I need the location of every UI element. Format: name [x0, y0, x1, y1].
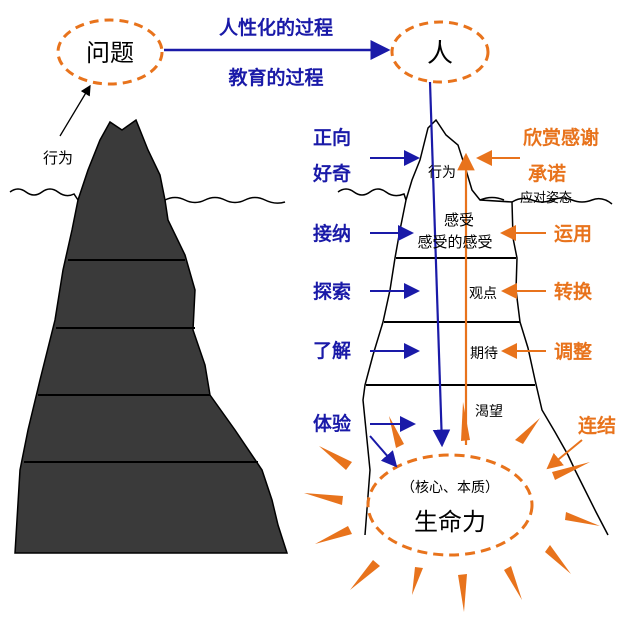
behavior-left-label: 行为	[43, 149, 73, 167]
core-sun-rays	[304, 402, 600, 612]
left-water-line	[9, 188, 286, 204]
yearning-label: 渴望	[475, 404, 503, 420]
left-iceberg	[14, 118, 289, 554]
orange-label-connect: 连结	[578, 414, 616, 437]
sun-ray	[565, 512, 600, 526]
perception-label: 观点	[469, 286, 497, 302]
sun-ray	[545, 545, 571, 574]
blue-label-experience: 体验	[313, 412, 352, 435]
problem-ellipse	[56, 18, 164, 86]
blue-label-positive: 正向	[313, 126, 351, 149]
right-water-line	[337, 188, 613, 205]
coping-label: 应对姿态	[520, 190, 572, 206]
orange-label-commit: 承诺	[528, 163, 566, 185]
blue-label-curious: 好奇	[312, 162, 351, 185]
sun-ray	[350, 560, 380, 590]
orange-label-apply: 运用	[554, 223, 592, 245]
sun-ray	[504, 566, 522, 600]
blue-label-explore: 探索	[313, 280, 351, 303]
feeling-of-feeling-label: 感受的感受	[417, 233, 492, 251]
blue-arrow-experience-core	[369, 435, 398, 468]
sun-ray	[515, 418, 540, 444]
blue-label-accept: 接纳	[313, 222, 351, 245]
life-force-label: 生命力	[414, 508, 486, 536]
sun-ray	[458, 574, 467, 612]
sun-ray	[552, 462, 590, 480]
process-education-label: 教育的过程	[228, 66, 323, 89]
sun-ray	[304, 493, 343, 505]
process-humanize-label: 人性化的过程	[219, 16, 333, 39]
person-label: 人	[427, 39, 453, 69]
person-ellipse	[390, 20, 490, 84]
right-behavior-label: 行为	[428, 165, 456, 181]
feeling-label: 感受	[444, 211, 474, 229]
blue-label-understand: 了解	[313, 339, 351, 362]
orange-arrow-connect	[546, 439, 583, 470]
expectation-label: 期待	[470, 346, 498, 362]
problem-label: 问题	[86, 39, 134, 67]
education-down-arrow	[428, 81, 451, 448]
orange-label-appreciate: 欣赏感谢	[523, 126, 599, 149]
sun-ray	[412, 567, 423, 595]
core-ellipse	[366, 453, 534, 557]
sun-ray	[319, 446, 352, 470]
sun-ray	[389, 416, 404, 448]
orange-label-adjust: 调整	[554, 340, 592, 363]
behavior-pointer-arrow	[59, 84, 91, 137]
sun-ray	[315, 526, 352, 544]
core-note: （核心、本质）	[401, 480, 499, 496]
orange-label-transform: 转换	[554, 280, 593, 303]
